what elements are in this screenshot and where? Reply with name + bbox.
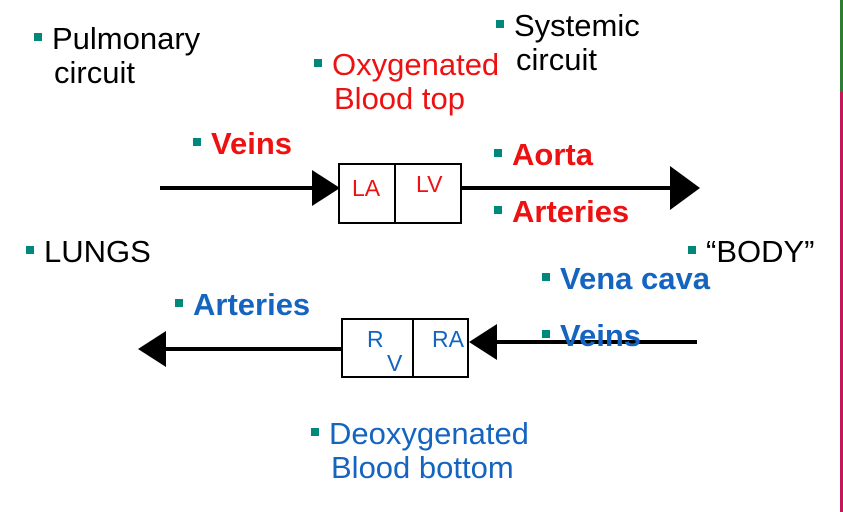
aorta-label: Aorta — [494, 138, 593, 172]
lungs-label: LUNGS — [26, 235, 151, 269]
bullet-icon — [494, 148, 502, 157]
deoxygenated-blood-label: Deoxygenated Blood bottom — [311, 417, 529, 485]
veins-top-label: Veins — [193, 127, 292, 161]
vena-cava-label: Vena cava — [542, 262, 710, 296]
bullet-icon — [175, 298, 183, 307]
slide-edge-bar-accent — [840, 0, 843, 92]
systemic-circuit-label: Systemic circuit — [496, 9, 640, 77]
chamber-lv: LV — [394, 163, 462, 224]
bullet-icon — [193, 137, 201, 146]
pulmonary-vein-arrowhead — [312, 170, 340, 206]
chamber-rv-label-v: V — [387, 350, 403, 376]
pulmonary-artery-arrowhead — [138, 331, 166, 367]
bullet-icon — [314, 58, 322, 67]
chamber-la-label: LA — [352, 175, 381, 201]
bullet-icon — [496, 19, 504, 28]
chamber-la: LA — [338, 163, 396, 224]
bullet-icon — [494, 205, 502, 214]
oxygenated-blood-label: Oxygenated Blood top — [314, 48, 499, 116]
bullet-icon — [688, 245, 696, 254]
bullet-icon — [542, 272, 550, 281]
arteries-top-label: Arteries — [494, 195, 629, 229]
bullet-icon — [26, 245, 34, 254]
bullet-icon — [34, 32, 42, 41]
aorta-arrowhead — [670, 166, 700, 210]
chamber-rv: R V — [341, 318, 414, 378]
bullet-icon — [542, 329, 550, 338]
bullet-icon — [311, 427, 319, 436]
body-label: “BODY” — [688, 235, 815, 269]
chamber-rv-label-r: R — [367, 326, 384, 352]
veins-bottom-label: Veins — [542, 319, 641, 353]
chamber-ra: RA — [412, 318, 469, 378]
pulmonary-circuit-label: Pulmonary circuit — [34, 22, 200, 90]
slide-edge-bar — [840, 0, 843, 512]
chamber-ra-label: RA — [432, 326, 464, 352]
vena-cava-arrowhead — [469, 324, 497, 360]
arteries-bottom-label: Arteries — [175, 288, 310, 322]
chamber-lv-label: LV — [416, 171, 443, 197]
